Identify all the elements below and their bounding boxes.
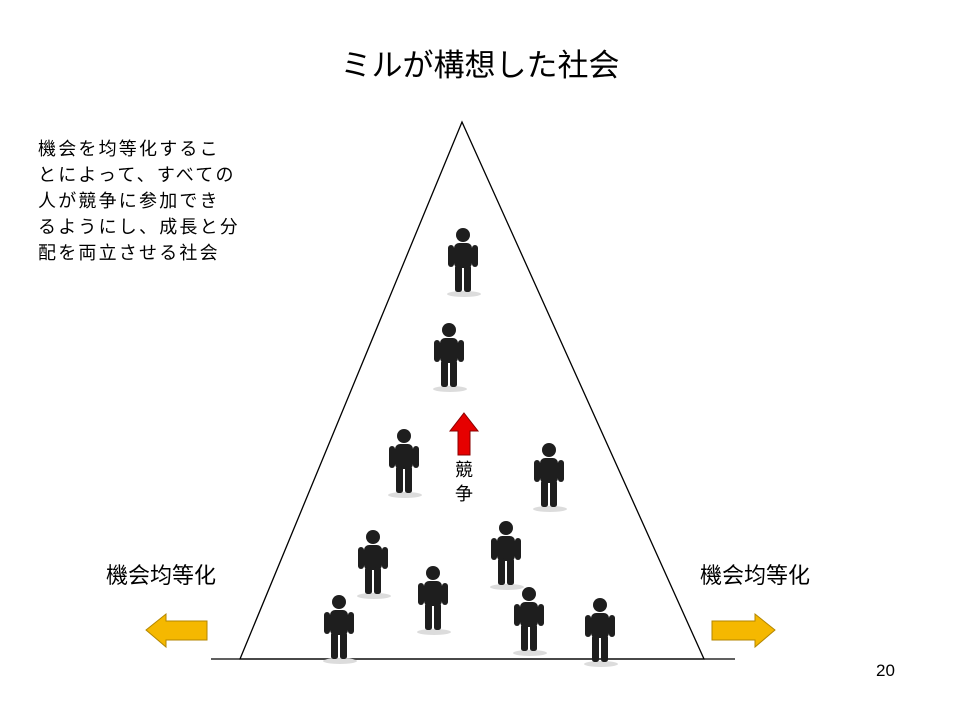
description-line: とによって、すべての xyxy=(38,165,236,186)
description-line: 人が競争に参加でき xyxy=(38,191,220,212)
up-arrow-icon xyxy=(448,412,480,456)
right-equal-opportunity-label: 機会均等化 xyxy=(700,564,811,589)
person-icon xyxy=(490,521,524,590)
competition-char: 競 xyxy=(455,460,473,481)
pyramid-triangle xyxy=(239,120,706,660)
person-icon xyxy=(417,566,451,635)
person-icon xyxy=(533,443,567,512)
person-icon xyxy=(433,323,467,392)
description-text: 機会を均等化するこ とによって、すべての 人が競争に参加でき るようにし、成長と… xyxy=(38,137,248,267)
person-icon xyxy=(513,587,547,656)
slide-title: ミルが構想した社会 xyxy=(340,48,620,84)
person-icon xyxy=(584,598,618,667)
description-line: 配を両立させる社会 xyxy=(38,243,220,264)
person-icon xyxy=(323,595,357,664)
person-icon xyxy=(357,530,391,599)
page-number: 20 xyxy=(876,661,895,680)
left-equal-opportunity-label: 機会均等化 xyxy=(106,564,217,589)
description-line: るようにし、成長と分 xyxy=(38,217,240,238)
competition-char: 争 xyxy=(455,484,473,505)
description-line: 機会を均等化するこ xyxy=(38,139,220,160)
person-icon xyxy=(388,429,422,498)
right-arrow-icon xyxy=(711,612,776,649)
competition-label: 競 争 xyxy=(450,459,478,507)
left-arrow-icon xyxy=(145,612,208,649)
person-icon xyxy=(447,228,481,297)
